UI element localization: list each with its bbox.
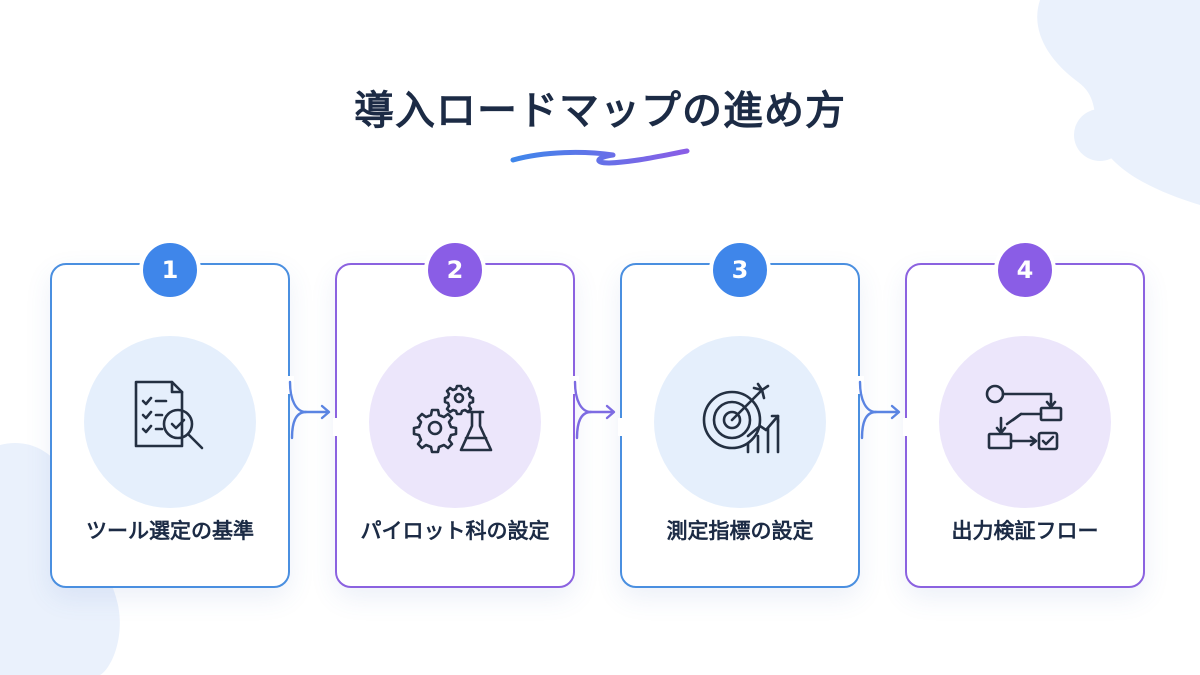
decorative-blob-top-right <box>1037 0 1200 205</box>
step-card-2: 2 パイロット科の設定 <box>335 239 575 588</box>
card-border-gap <box>618 418 626 436</box>
step-icon-circle <box>654 336 826 508</box>
gears-flask-icon <box>412 384 493 454</box>
step-icon-circle <box>939 336 1111 508</box>
step-number-badge: 4 <box>994 239 1056 301</box>
step-icon-circle <box>84 336 256 508</box>
connector-arrow-1-2 <box>288 380 331 440</box>
title-underline-squiggle <box>510 148 690 166</box>
step-number-badge: 3 <box>709 239 771 301</box>
card-border-gap <box>333 418 341 436</box>
step-card-3: 3 測定指標の設定 <box>620 239 860 588</box>
step-label: パイロット科の設定 <box>360 519 550 543</box>
checklist-magnifier-icon <box>134 380 204 450</box>
step-label: ツール選定の基準 <box>86 519 254 543</box>
step-card-4: 4 出力検証フロー <box>905 239 1145 588</box>
step-card-1: 1 ツール選定の基準 <box>50 239 290 588</box>
target-growth-chart-icon <box>702 382 780 454</box>
card-border-gap <box>903 418 911 436</box>
step-number-badge: 1 <box>139 239 201 301</box>
connector-arrow-2-3 <box>573 380 616 440</box>
step-icon-circle <box>369 336 541 508</box>
step-label: 出力検証フロー <box>951 519 1099 543</box>
connector-arrow-3-4 <box>858 380 901 440</box>
page-title: 導入ロードマップの進め方 <box>354 88 846 134</box>
process-flow-icon <box>985 384 1063 451</box>
step-label: 測定指標の設定 <box>666 519 814 543</box>
step-number-badge: 2 <box>424 239 486 301</box>
